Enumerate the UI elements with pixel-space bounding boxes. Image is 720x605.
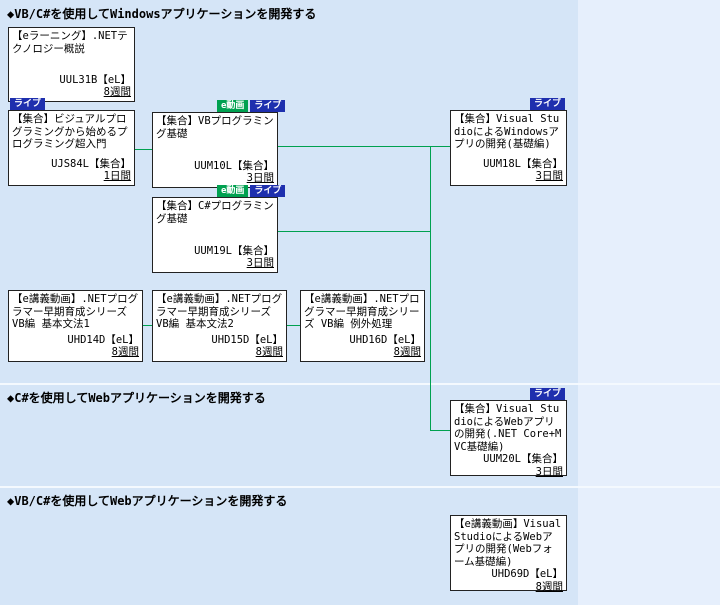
course-card-uum18l[interactable]: ライブ 【集合】Visual StudioによるWindowsアプリの開発(基礎… [450, 98, 567, 186]
course-duration-link[interactable]: 3日間 [246, 257, 274, 270]
course-card-uhd14d[interactable]: 【e講義動画】.NETプログラマー早期育成シリーズ VB編 基本文法1 UHD1… [8, 290, 143, 362]
connector-vertical-branch [430, 146, 431, 431]
section-title-vbcsharp-web-dev: ◆VB/C#を使用してWebアプリケーションを開発する [7, 494, 288, 508]
section-title-windows-dev: ◆VB/C#を使用してWindowsアプリケーションを開発する [7, 7, 317, 21]
course-title: 【e講義動画】.NETプログラマー早期育成シリーズ VB編 基本文法1 [12, 293, 139, 331]
connector-uum19l-branch [278, 231, 430, 232]
course-duration-link[interactable]: 8週間 [535, 580, 563, 593]
course-duration-link[interactable]: 3日間 [535, 465, 563, 478]
course-title: 【集合】Visual StudioによるWindowsアプリの開発(基礎編) [454, 113, 560, 151]
course-card-uhd16d[interactable]: 【e講義動画】.NETプログラマー早期育成シリーズ VB編 例外処理 UHD16… [300, 290, 425, 362]
live-badge: ライブ [529, 98, 565, 110]
badge-row: e動画 ライブ [217, 185, 286, 197]
live-badge: ライブ [250, 185, 286, 197]
connector-uum10l-uum18l [278, 146, 450, 147]
course-code: UUM20L【集合】 [483, 453, 563, 466]
course-code: UUM10L【集合】 [194, 159, 274, 172]
course-duration-link[interactable]: 3日間 [246, 172, 274, 185]
live-badge: ライブ [529, 388, 565, 400]
course-title: 【集合】Visual StudioによるWebアプリの開発(.NET Core+… [454, 403, 562, 453]
course-code: UUM19L【集合】 [194, 244, 274, 257]
course-title: 【e講義動画】Visual StudioによるWebアプリの開発(Webフォーム… [454, 518, 562, 568]
badge-row: ライブ [529, 98, 565, 110]
course-title: 【集合】ビジュアルプログラミングから始めるプログラミング超入門 [12, 113, 128, 151]
course-card-uhd69d[interactable]: 【e講義動画】Visual StudioによるWebアプリの開発(Webフォーム… [450, 515, 567, 593]
course-duration-link[interactable]: 8週間 [111, 346, 139, 359]
right-background-band [578, 0, 720, 605]
course-code: UUL31B【eL】 [59, 73, 131, 86]
course-card-uul31b[interactable]: 【eラーニング】.NETテクノロジー概説 UUL31B【eL】 8週間 [8, 27, 135, 102]
badge-row: ライブ [10, 98, 46, 110]
badge-row: e動画 ライブ [217, 100, 286, 112]
course-code: UHD15D【eL】 [211, 333, 283, 346]
course-title: 【eラーニング】.NETテクノロジー概説 [12, 30, 128, 55]
course-duration-link[interactable]: 8週間 [103, 86, 131, 99]
course-duration-link[interactable]: 3日間 [535, 170, 563, 183]
course-card-uum10l[interactable]: e動画 ライブ 【集合】VBプログラミング基礎 UUM10L【集合】 3日間 [152, 100, 286, 188]
section-divider [0, 383, 720, 385]
connector-ujs84l-uum10l [135, 149, 152, 150]
evideo-badge: e動画 [217, 100, 249, 112]
course-code: UHD69D【eL】 [491, 568, 563, 581]
course-code: UUM18L【集合】 [483, 157, 563, 170]
course-code: UJS84L【集合】 [51, 157, 131, 170]
live-badge: ライブ [250, 100, 286, 112]
evideo-badge: e動画 [217, 185, 249, 197]
section-divider [0, 486, 720, 488]
course-duration-link[interactable]: 8週間 [393, 346, 421, 359]
connector-branch-uum20l [430, 430, 450, 431]
course-title: 【e講義動画】.NETプログラマー早期育成シリーズ VB編 基本文法2 [156, 293, 283, 331]
course-title: 【集合】VBプログラミング基礎 [156, 115, 274, 140]
course-title: 【e講義動画】.NETプログラマー早期育成シリーズ VB編 例外処理 [304, 293, 420, 331]
course-title: 【集合】C#プログラミング基礎 [156, 200, 274, 225]
course-duration-link[interactable]: 1日間 [103, 170, 131, 183]
course-code: UHD16D【eL】 [349, 333, 421, 346]
badge-row: ライブ [529, 388, 565, 400]
course-card-uum19l[interactable]: e動画 ライブ 【集合】C#プログラミング基礎 UUM19L【集合】 3日間 [152, 185, 286, 273]
connector-uhd15d-uhd16d [287, 325, 300, 326]
section-title-csharp-web-dev: ◆C#を使用してWebアプリケーションを開発する [7, 391, 266, 405]
live-badge: ライブ [10, 98, 46, 110]
course-duration-link[interactable]: 8週間 [255, 346, 283, 359]
course-card-ujs84l[interactable]: ライブ 【集合】ビジュアルプログラミングから始めるプログラミング超入門 UJS8… [8, 98, 135, 186]
course-card-uhd15d[interactable]: 【e講義動画】.NETプログラマー早期育成シリーズ VB編 基本文法2 UHD1… [152, 290, 287, 362]
course-card-uum20l[interactable]: ライブ 【集合】Visual StudioによるWebアプリの開発(.NET C… [450, 388, 567, 478]
connector-uhd14d-uhd15d [143, 325, 152, 326]
course-code: UHD14D【eL】 [67, 333, 139, 346]
